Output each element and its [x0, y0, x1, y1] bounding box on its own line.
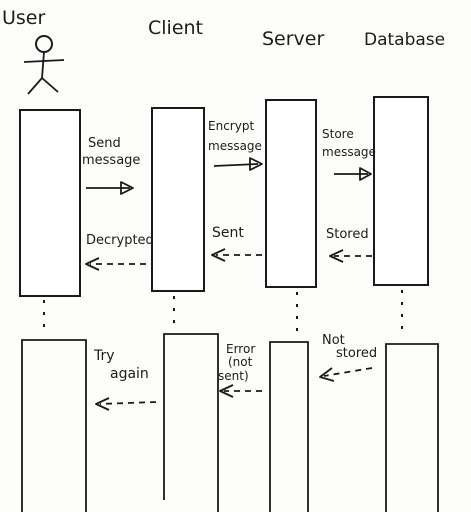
message-decrypted: Decrypted	[86, 233, 154, 248]
arrow-not-stored	[319, 367, 373, 382]
message-stored: Stored	[326, 227, 369, 242]
arrow-encrypt-message	[213, 157, 263, 171]
server-activation-bottom	[269, 341, 309, 512]
message-try-again: Try again	[93, 348, 149, 382]
arrow-decrypted	[85, 257, 146, 271]
participant-user: User	[2, 7, 45, 29]
arrow-store-message	[334, 167, 372, 181]
arrow-sent	[211, 248, 262, 262]
message-sent: Sent	[212, 225, 244, 241]
arrow-send-message	[86, 181, 134, 195]
client-activation-top	[151, 107, 205, 292]
user-activation-top	[19, 109, 81, 297]
message-not-stored: Not stored	[322, 333, 377, 361]
message-error-not-sent: Error (not sent)	[218, 342, 259, 383]
user-activation-bottom	[21, 339, 87, 512]
message-encrypt: Encrypt message	[208, 119, 262, 153]
arrow-try-again	[95, 397, 157, 411]
arrow-error-not-sent	[219, 384, 262, 398]
message-store: Store message	[322, 127, 376, 159]
client-activation-bottom	[163, 333, 219, 512]
stick-figure-icon	[23, 35, 65, 95]
participant-database: Database	[364, 30, 445, 50]
message-send: Send message	[82, 136, 140, 168]
database-activation-bottom	[385, 343, 439, 512]
participant-server: Server	[262, 28, 324, 50]
participant-client: Client	[148, 17, 203, 39]
server-activation-top	[265, 99, 317, 288]
arrow-stored	[329, 249, 372, 263]
database-activation-top	[373, 96, 429, 286]
